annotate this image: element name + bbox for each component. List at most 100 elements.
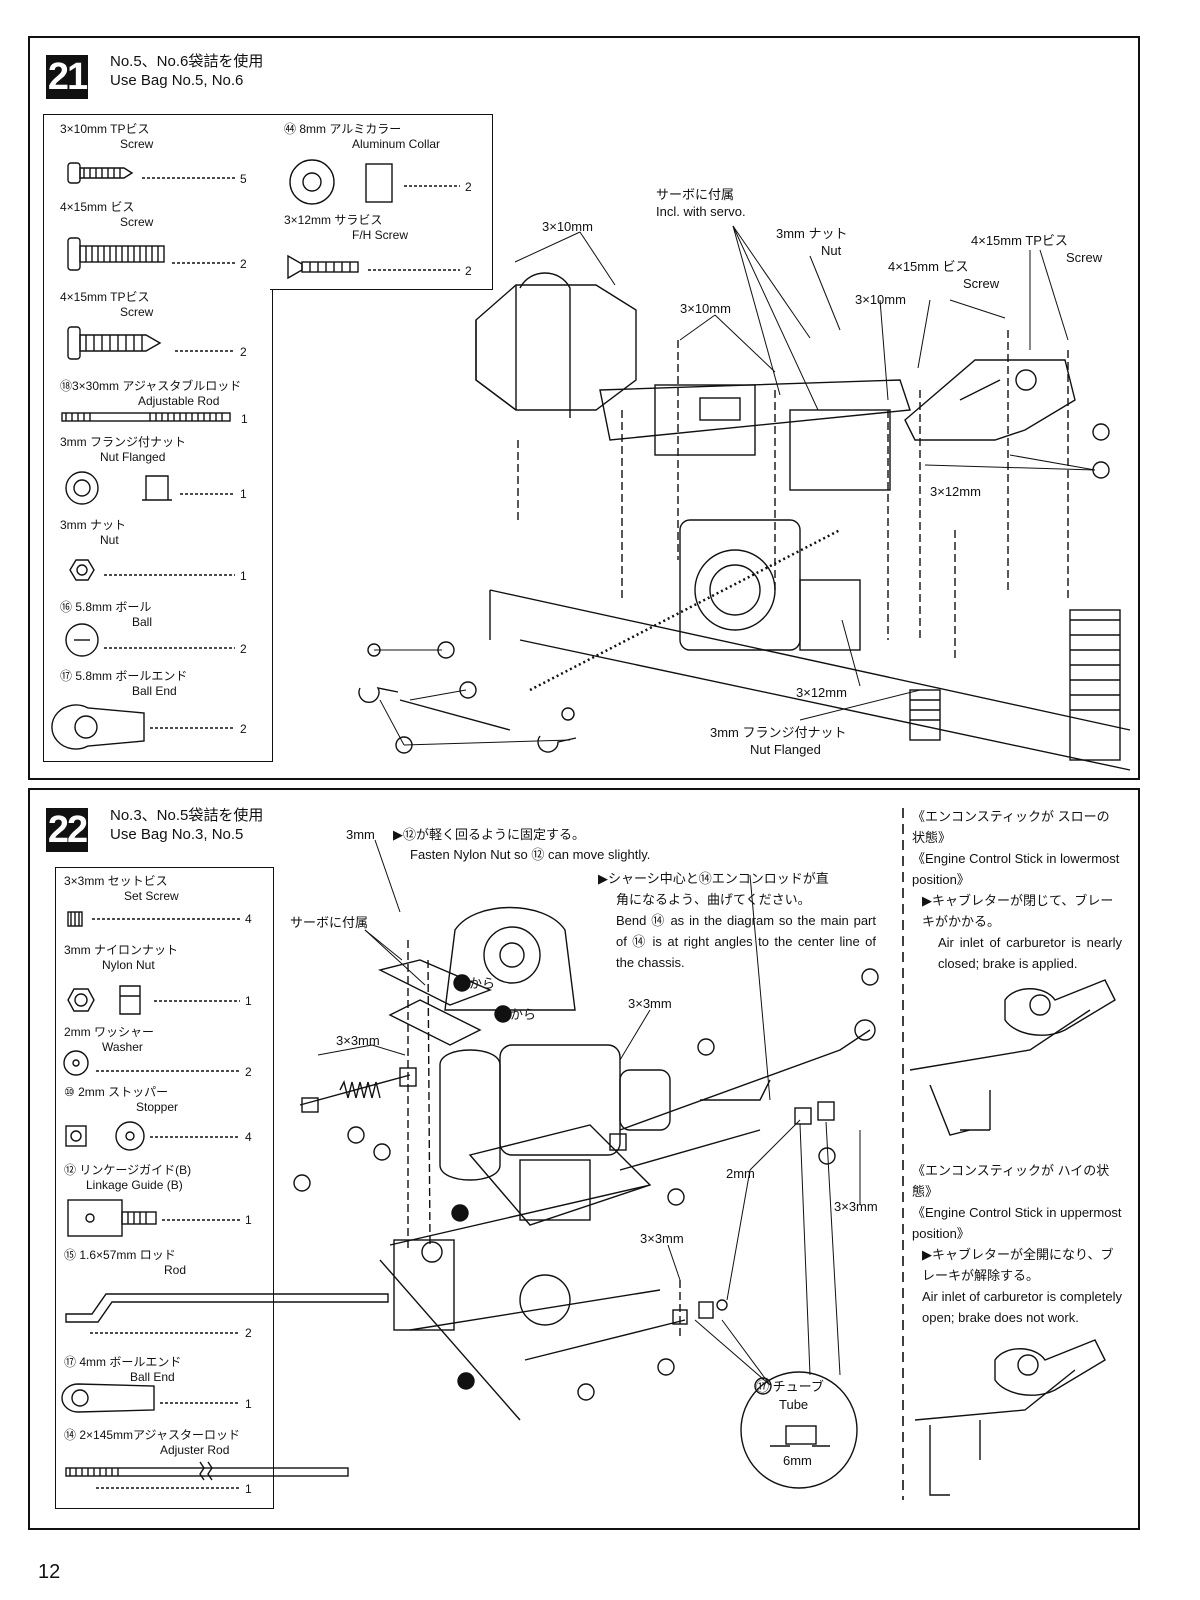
tube-detail-circle — [740, 1371, 858, 1489]
s22-3x3-d: 3×3mm — [834, 1199, 878, 1214]
stopper-icon — [65, 1121, 145, 1151]
s21-qty-3: 2 — [240, 345, 247, 359]
s21-3x10-c: 3×10mm — [855, 292, 906, 307]
s21-qty-5: 1 — [240, 487, 247, 501]
s22-servo-jp: サーボに付属 — [290, 915, 369, 930]
adjuster-rod-assembly — [524, 1019, 876, 1361]
collar-parts — [672, 1101, 835, 1325]
s22-side-low: 《エンコンスティックが スローの状態》 《Engine Control Stic… — [912, 809, 1122, 971]
step-22-parts-box — [55, 867, 274, 1509]
step-22-title-en: Use Bag No.3, No.5 — [110, 826, 244, 843]
s21-qty-4: 1 — [241, 412, 248, 426]
servo-plate-illustration — [599, 379, 911, 491]
s21-3x10-b: 3×10mm — [680, 301, 731, 316]
s21-qty-6: 1 — [240, 569, 247, 583]
s22-tube-jp: ⑰ チューブ — [756, 1379, 824, 1394]
ref-circles-step22 — [293, 968, 879, 1401]
s22-qty-5: 1 — [245, 1213, 252, 1227]
nut-icon — [69, 559, 95, 581]
linkage-guide-icon — [67, 1199, 157, 1237]
rod-assembly-illustration — [358, 643, 577, 753]
step-21-title: No.5、No.6袋詰を使用 Use Bag No.5, No.6 — [110, 52, 263, 90]
ball-icon — [65, 623, 99, 657]
s22-tube-len: 6mm — [783, 1453, 812, 1468]
s22-tube-en: Tube — [779, 1397, 809, 1412]
s22-side-high: 《エンコンスティックが ハイの状態》 《Engine Control Stick… — [912, 1163, 1122, 1325]
ref-44-icon — [1092, 461, 1110, 479]
step-21-title-en: Use Bag No.5, No.6 — [110, 72, 244, 89]
s22-nylon-mm: 3mm — [346, 827, 375, 842]
bracket-plate-illustration — [904, 359, 1076, 441]
step-22-number: 22 — [46, 808, 88, 852]
spring-rod-illustration — [299, 1067, 417, 1113]
ref-108-icon — [1092, 423, 1110, 441]
s21-qty-2: 2 — [240, 257, 247, 271]
s21-qty-7: 2 — [240, 642, 247, 656]
battery-box-illustration — [475, 272, 637, 418]
carburetor-high-illustration — [914, 1339, 1106, 1496]
s21-qty-1: 5 — [240, 172, 247, 186]
s22-2mm: 2mm — [726, 1166, 755, 1181]
s22-3x3-a: 3×3mm — [336, 1033, 380, 1048]
engine-illustration — [439, 906, 671, 1326]
s22-part-5: ⑫ リンケージガイド(B)Linkage Guide (B) — [64, 1163, 192, 1192]
nylon-nut-icon — [67, 985, 141, 1015]
ball-end-icon — [51, 704, 145, 750]
chassis-plate-illustration — [379, 1184, 661, 1421]
screw-icon — [67, 326, 162, 360]
ball-end-4mm-icon — [61, 1383, 155, 1413]
s21-qty-r1: 2 — [465, 180, 472, 194]
step-21-parts-box — [43, 114, 273, 762]
fh-screw-icon — [287, 254, 359, 280]
aluminum-collar-icon — [289, 159, 393, 205]
page-number: 12 — [38, 1561, 61, 1583]
ref-17-icon — [395, 736, 413, 754]
set-screw-icon — [67, 911, 83, 927]
s21-3x12-b: 3×12mm — [796, 685, 847, 700]
s22-qty-4: 4 — [245, 1130, 252, 1144]
washer-icon — [63, 1050, 89, 1076]
s22-bend-note: ▶シャーシ中心と⑭エンコンロッドが直 角になるよう、曲げてください。 Bend … — [598, 871, 876, 970]
s21-qty-8: 2 — [240, 722, 247, 736]
rod-icon — [65, 1293, 389, 1323]
step-21-number: 21 — [46, 55, 88, 99]
flanged-nut-icon — [65, 471, 172, 505]
servo-horn-illustration — [377, 959, 492, 1331]
s22-qty-2: 1 — [245, 994, 252, 1008]
step-22-title: No.3、No.5袋詰を使用 Use Bag No.3, No.5 — [110, 806, 263, 844]
carburetor-low-illustration — [909, 979, 1116, 1136]
s22-qty-3: 2 — [245, 1065, 252, 1079]
s22-qty-8: 1 — [245, 1482, 252, 1496]
chassis-illustration — [489, 519, 1131, 771]
s22-qty-6: 2 — [245, 1326, 252, 1340]
screw-icon — [67, 237, 165, 271]
ref-109-icon — [459, 681, 477, 699]
adjustable-rod-icon — [61, 412, 231, 422]
adjuster-rod-icon — [65, 1461, 349, 1481]
s22-nylon-en: Fasten Nylon Nut so ⑫ can move slightly. — [410, 847, 651, 862]
s22-qty-1: 4 — [245, 912, 252, 926]
s21-3x10-a: 3×10mm — [542, 219, 593, 234]
s21-qty-r2: 2 — [465, 264, 472, 278]
screw-icon — [67, 162, 134, 184]
